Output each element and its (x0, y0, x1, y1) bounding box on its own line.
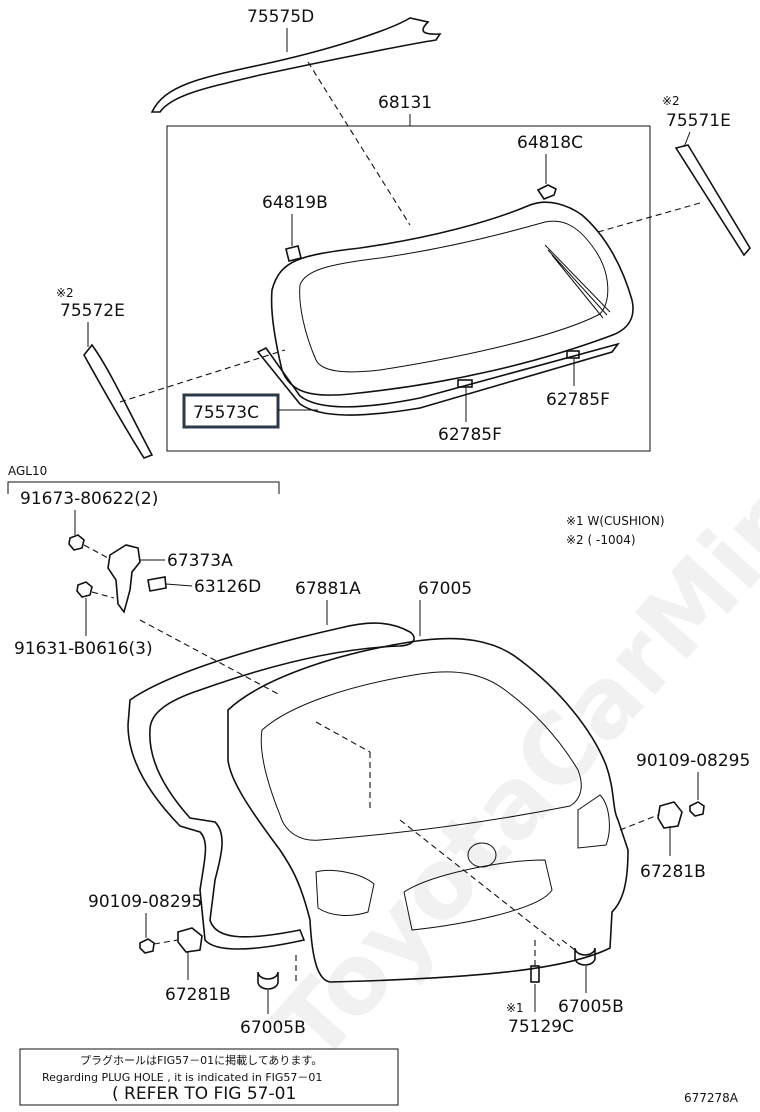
backdoor-lamp-right (577, 794, 610, 849)
part-67005-backdoor (227, 637, 629, 983)
label-75573C: 75573C (193, 403, 259, 423)
label-75575D: 75575D (247, 7, 314, 27)
label-91673: 91673-80622(2) (20, 489, 158, 509)
legend-line-2: ※2 ( -1004) (566, 533, 636, 547)
backdoor-window-opening (260, 671, 582, 841)
mark-75572E: ※2 (56, 286, 74, 300)
part-67281B-right (657, 801, 683, 829)
label-67281B-right: 67281B (640, 862, 706, 882)
highlight-box-75573C (182, 393, 280, 429)
dash-door-center-3 (399, 819, 561, 947)
part-90109-left-bolt (139, 938, 155, 954)
label-62785F-a: 62785F (546, 390, 610, 410)
part-67281B-left (177, 927, 203, 953)
glass-lower-molding (256, 342, 621, 416)
part-75572E-molding (83, 343, 154, 459)
note-japanese: プラグホールはFIG57－01に掲載してあります。 (80, 1053, 322, 1067)
label-68131: 68131 (378, 93, 432, 113)
part-62785F-a (566, 350, 580, 359)
part-67005B-right (574, 947, 596, 966)
label-91631: 91631-B0616(3) (14, 639, 153, 659)
glass-inner-opening (299, 220, 609, 373)
label-67373A: 67373A (167, 551, 233, 571)
dash-75575D (307, 61, 411, 226)
label-67005: 67005 (418, 579, 472, 599)
part-67373A-hinge (107, 544, 141, 614)
part-64819B-clip (285, 245, 302, 262)
label-90109-left: 90109-08295 (88, 892, 202, 912)
part-64818C-clip (536, 184, 557, 200)
part-91631-bolt (76, 581, 93, 598)
dash-75571E (597, 202, 701, 233)
label-64819B: 64819B (262, 193, 328, 213)
part-67881A-weatherstrip (127, 622, 415, 950)
legend-line-1: ※1 W(CUSHION) (566, 514, 665, 528)
dash-75572E (119, 349, 286, 403)
dash-hinge-to-door (139, 619, 281, 696)
dash-67005B-right (561, 939, 576, 951)
label-90109-right: 90109-08295 (636, 751, 750, 771)
part-75575D-strip (150, 17, 442, 113)
label-75572E: 75572E (60, 301, 125, 321)
label-67881A: 67881A (295, 579, 361, 599)
label-63126D: 63126D (194, 577, 261, 597)
part-90109-right-bolt (689, 801, 705, 817)
label-67005B-right: 67005B (558, 997, 624, 1017)
dash-91631 (91, 591, 115, 599)
part-63126D-pad (147, 576, 167, 592)
agl10-bracket-line (7, 481, 280, 494)
backdoor-emblem (467, 842, 497, 868)
mark-75129C: ※1 (506, 1001, 524, 1015)
label-64818C: 64818C (517, 133, 583, 153)
note-refer: ( REFER TO FIG 57-01 (112, 1084, 296, 1104)
part-62785F-b (457, 379, 473, 388)
label-67281B-left: 67281B (165, 985, 231, 1005)
figure-id: 677278A (684, 1091, 739, 1105)
watermark: ToyotaCarMine.ru (253, 298, 760, 1082)
label-agl10: AGL10 (8, 464, 47, 478)
dash-67281B-left (153, 939, 179, 945)
part-67005B-left (257, 971, 279, 990)
backdoor-lamp-left (315, 870, 375, 916)
label-62785F-b: 62785F (438, 425, 502, 445)
dash-91673 (83, 544, 109, 559)
backdoor-license-recess (403, 859, 553, 931)
dash-67281B-right (619, 814, 659, 831)
mark-75571E: ※2 (662, 94, 680, 108)
group-frame-68131 (166, 125, 651, 452)
label-67005B-left: 67005B (240, 1018, 306, 1038)
label-75571E: 75571E (666, 111, 731, 131)
part-75571E-molding (674, 144, 751, 257)
defogger-lines (544, 244, 611, 319)
back-glass (270, 201, 634, 396)
note-box (19, 1048, 399, 1106)
leader-75571E (683, 131, 691, 148)
note-english: Regarding PLUG HOLE , it is indicated in… (42, 1071, 322, 1084)
label-75129C: 75129C (508, 1017, 574, 1037)
leader-63126D (165, 583, 193, 587)
dash-door-center (315, 721, 371, 753)
part-91673-bolt (68, 534, 85, 551)
